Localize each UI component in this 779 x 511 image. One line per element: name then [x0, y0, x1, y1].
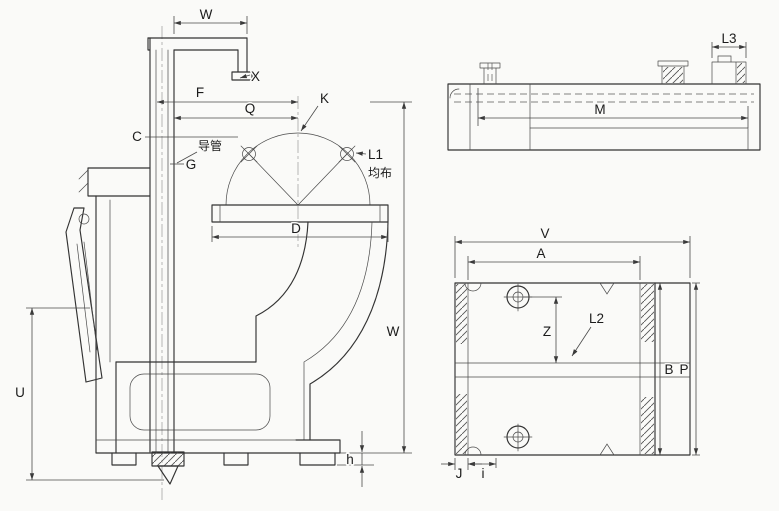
dimension-b: B [657, 283, 675, 455]
label-c: C [132, 129, 142, 144]
dim-label-w-height: W [387, 324, 400, 339]
dim-label-a: A [536, 246, 545, 261]
dim-label-d: D [291, 221, 301, 236]
mounting-hole [503, 423, 533, 452]
base-plan-view: V A Z L2 B P [441, 225, 700, 483]
dim-label-p: P [679, 362, 688, 377]
dim-label-v: V [540, 226, 549, 241]
leader-c: C [131, 128, 238, 146]
dimension-l3: L3 [711, 30, 747, 58]
dimension-u: U [14, 307, 164, 481]
dimension-d: D [211, 220, 389, 242]
rail-end-cap [711, 55, 747, 85]
dimension-q: Q [174, 100, 298, 121]
dim-label-j: J [456, 466, 463, 481]
dimension-w-height: W [340, 101, 412, 454]
dim-label-l2: L2 [589, 311, 604, 326]
label-x: X [251, 69, 260, 84]
label-guide-tube: 导管 [198, 138, 222, 153]
dimension-f: F [157, 84, 298, 105]
leader-g: G [170, 156, 198, 174]
bolt-circle-arc [225, 132, 371, 206]
dim-label-q: Q [245, 101, 256, 116]
dim-label-z: Z [543, 324, 551, 339]
rail-post-section [657, 60, 689, 85]
dimension-a: A [467, 245, 641, 280]
bolt-hole-symbol [338, 145, 356, 163]
label-evenly-spaced: 均布 [368, 166, 392, 180]
dim-label-b: B [664, 362, 673, 377]
label-k: K [320, 91, 329, 106]
leader-l2: L2 [571, 310, 606, 357]
dimension-j: J [441, 458, 482, 483]
rail-post [479, 62, 501, 85]
dimension-z: Z [524, 296, 562, 363]
main-elevation-view: W X F Q K C 导管 [14, 6, 412, 500]
dimension-m: M [477, 88, 749, 128]
dimension-w-arm: W [173, 6, 248, 34]
dimension-v: V [454, 225, 691, 278]
dim-label-h: h [346, 452, 354, 467]
label-g: G [186, 157, 197, 172]
mounting-hole [503, 283, 533, 312]
leader-guide-tube: 导管 [176, 137, 224, 164]
leader-x: X [239, 68, 262, 86]
bolt-hole-symbol [240, 145, 258, 163]
dimension-h: h [337, 431, 374, 487]
tool-bit-section [152, 452, 184, 466]
dim-label-l3: L3 [721, 31, 736, 46]
dimension-p: P [678, 282, 700, 456]
dimension-i: i [468, 458, 497, 483]
dim-label-m: M [594, 102, 605, 117]
dim-label-u: U [15, 385, 25, 400]
dim-label-f: F [196, 85, 204, 100]
dim-label-w-arm: W [200, 7, 213, 22]
rail-side-view: L3 M [447, 30, 761, 151]
leader-l1: L1 均布 [355, 146, 394, 182]
tool-bit-tip [157, 465, 179, 485]
leader-k: K [300, 90, 331, 132]
dim-label-l1: L1 [368, 147, 383, 162]
dim-label-i: i [482, 466, 485, 481]
